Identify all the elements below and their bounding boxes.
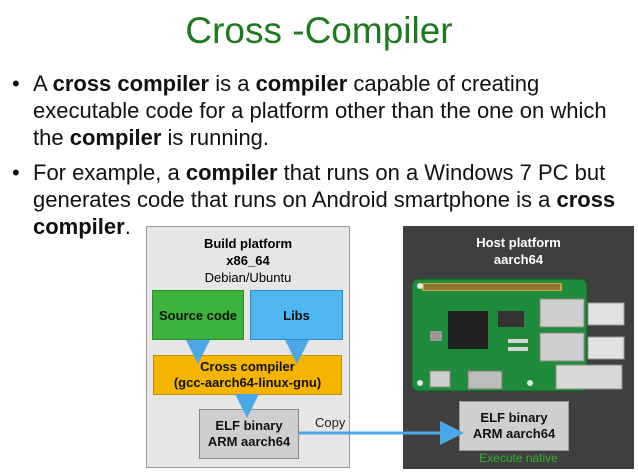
- bullet-text: A cross compiler is a compiler capable o…: [33, 71, 607, 150]
- build-platform-title: Build platform: [203, 236, 293, 251]
- bullet-item: • For example, a compiler that runs on a…: [8, 159, 638, 240]
- execute-native-label: Execute native: [479, 451, 558, 465]
- elf-binary-host-box: ELF binary ARM aarch64: [459, 401, 569, 451]
- host-platform-arch: aarch64: [493, 252, 544, 267]
- host-platform-title: Host platform: [476, 235, 561, 250]
- bullet-dot: •: [12, 71, 20, 96]
- build-platform-panel: Build platform x86_64 Debian/Ubuntu Sour…: [146, 226, 350, 468]
- bullet-text: For example, a compiler that runs on a W…: [33, 160, 616, 239]
- host-platform-panel: Host platform aarch64 ELF binary ARM aar…: [403, 226, 634, 469]
- build-platform-os: Debian/Ubuntu: [204, 270, 292, 285]
- libs-box: Libs: [250, 290, 343, 340]
- bullet-list: • A cross compiler is a compiler capable…: [8, 70, 633, 248]
- copy-label: Copy: [315, 415, 346, 430]
- bullet-dot: •: [12, 160, 20, 185]
- bullet-item: • A cross compiler is a compiler capable…: [8, 70, 633, 151]
- build-platform-arch: x86_64: [226, 253, 270, 268]
- slide-title: Cross -Compiler: [185, 10, 453, 51]
- raspberry-pi-board-icon: [411, 278, 625, 392]
- cross-compiler-box: Cross compiler (gcc-aarch64-linux-gnu): [153, 355, 342, 395]
- source-code-box: Source code: [152, 290, 244, 340]
